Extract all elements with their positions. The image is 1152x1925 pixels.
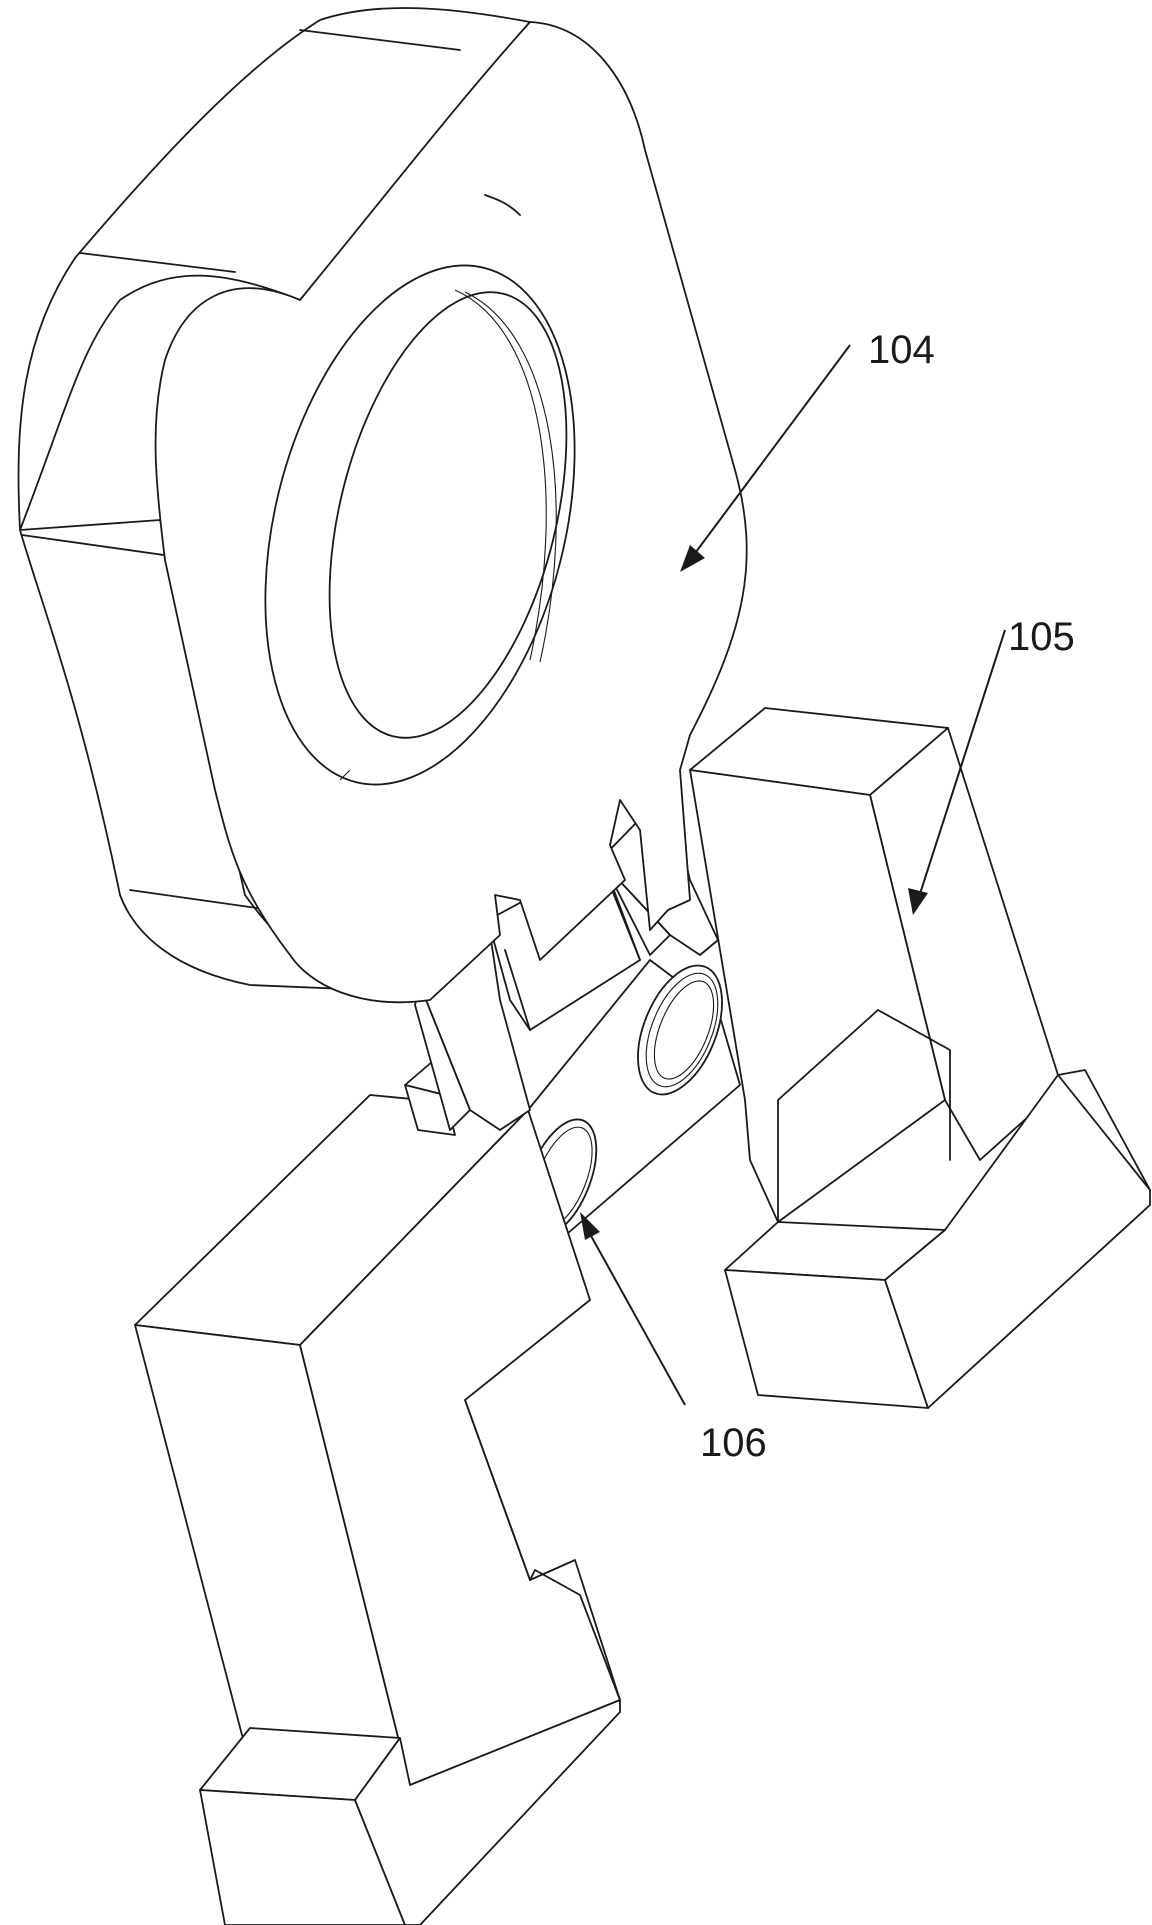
leader-104 — [689, 344, 851, 561]
leader-106 — [584, 1224, 686, 1406]
leader-105 — [917, 629, 1006, 901]
label-bearing: 106 — [700, 1421, 767, 1465]
arrowhead-104 — [680, 545, 705, 572]
ring-clamp — [17, 7, 748, 1004]
arrowhead-105 — [908, 888, 928, 915]
arrowhead-106 — [580, 1212, 600, 1240]
label-ring-clamp: 104 — [868, 328, 935, 372]
label-support-bracket: 105 — [1008, 615, 1075, 659]
right-bracket — [689, 707, 1151, 1409]
left-bracket — [134, 1094, 621, 1925]
leader-arrows — [580, 344, 1006, 1406]
